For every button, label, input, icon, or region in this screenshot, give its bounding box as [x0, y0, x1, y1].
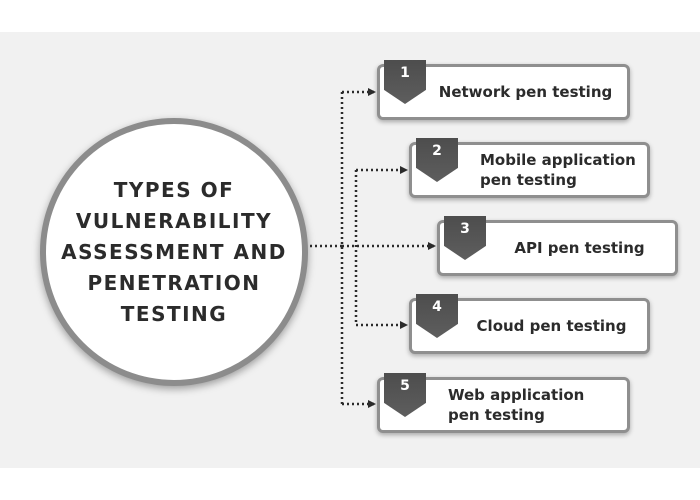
- number-badge-1: 1: [384, 60, 426, 104]
- hub-title-line-1: TYPES OF: [113, 177, 235, 202]
- item-box-4: 4 Cloud pen testing: [409, 294, 650, 354]
- item-box-1: 1 Network pen testing: [377, 60, 630, 120]
- number-badge-3: 3: [444, 216, 486, 260]
- item-box-5: 5 Web application pen testing: [377, 373, 630, 433]
- item-label-5-line-1: Web application: [448, 386, 585, 404]
- item-label-4: Cloud pen testing: [462, 301, 641, 351]
- item-label-2: Mobile application pen testing: [462, 145, 641, 195]
- item-box-2: 2 Mobile application pen testing: [409, 138, 650, 198]
- hub-title-line-4: PENETRATION: [87, 270, 261, 295]
- item-label-5: Web application pen testing: [430, 380, 621, 430]
- number-badge-5: 5: [384, 373, 426, 417]
- item-label-2-line-1: Mobile application: [480, 151, 636, 169]
- hub-title: TYPES OF VULNERABILITY ASSESSMENT AND PE…: [59, 175, 289, 330]
- item-label-1-line-1: Network pen testing: [438, 83, 613, 101]
- item-label-1: Network pen testing: [430, 67, 621, 117]
- hub-title-line-5: TESTING: [120, 301, 228, 326]
- item-label-2-line-2: pen testing: [480, 171, 577, 189]
- item-label-5-line-2: pen testing: [448, 406, 545, 424]
- item-label-3-line-1: API pen testing: [514, 239, 645, 257]
- item-label-3: API pen testing: [490, 223, 669, 273]
- item-label-4-line-1: Cloud pen testing: [476, 317, 627, 335]
- number-badge-4: 4: [416, 294, 458, 338]
- hub-title-line-3: ASSESSMENT AND: [61, 239, 287, 264]
- item-box-3: 3 API pen testing: [437, 216, 678, 276]
- hub-circle: TYPES OF VULNERABILITY ASSESSMENT AND PE…: [40, 118, 308, 386]
- number-badge-2: 2: [416, 138, 458, 182]
- hub-title-line-2: VULNERABILITY: [75, 208, 273, 233]
